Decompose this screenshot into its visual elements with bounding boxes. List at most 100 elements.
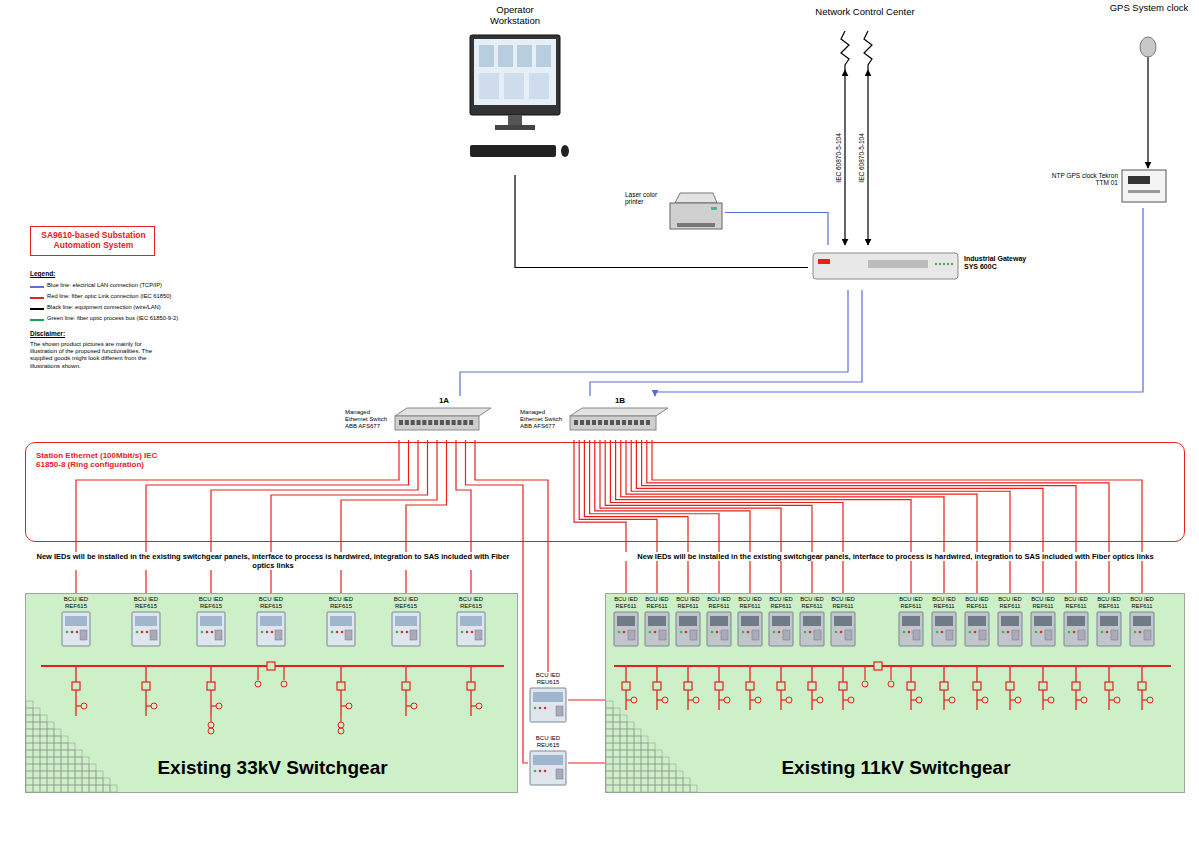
fiber-link (271, 440, 428, 596)
fiber-link (636, 440, 1043, 596)
ied-relay: BCU IED REF611 (705, 596, 733, 654)
wire-link (844, 70, 845, 245)
node-label: BCU IED REF611 (767, 596, 795, 609)
legend-text: Green line: fiber optic process bus (IEC… (47, 315, 240, 322)
node-sublabel: Managed Ethernet Switch ABB AFS677 (345, 409, 393, 430)
legend-heading: Legend: (30, 270, 170, 278)
switchgear-panel: BCU IED REF615 BCU IED REF615 BCU IED REF6… (25, 593, 518, 793)
node-label: BCU IED REF611 (1095, 596, 1123, 609)
ied-relay: BCU IED REF615 (195, 596, 227, 658)
disclaimer-note: The shown product pictures are mainly fo… (30, 341, 158, 370)
protocol-label: IEC 60870-5-104 (858, 132, 866, 184)
lan-link (590, 290, 862, 396)
ied-relay: BCU IED REF611 (1128, 596, 1156, 654)
node-label: BCU IED REF611 (705, 596, 733, 609)
legend-text: Black line: equipment connection (wire/L… (47, 304, 240, 311)
fiber-link (595, 440, 750, 596)
node-label: Existing 33kV Switchgear (26, 757, 519, 779)
fiber-link (631, 440, 1010, 596)
gateway: Industrial Gateway SYS 600C (808, 245, 1035, 290)
ied-relay: BCU IED REF615 (130, 596, 162, 658)
title-box: SA9610-based Substation Automation Syste… (30, 226, 155, 256)
fiber-link (406, 440, 447, 596)
legend-line-sample (30, 283, 44, 291)
legend-entry: Black line: equipment connection (wire/L… (30, 304, 240, 314)
node-label: GPS System clock (1108, 3, 1190, 14)
fiber-link (626, 440, 977, 596)
node-label: SA9610-based Substation Automation Syste… (35, 231, 152, 251)
node-label: Network Control Center (770, 7, 960, 18)
node-label: BCU IED REF615 (455, 596, 487, 610)
node-label: BCU IED REF615 (60, 596, 92, 610)
printer: Laser color printer (625, 185, 725, 240)
node-label: Existing 11kV Switchgear (606, 757, 1186, 779)
ied-relay: BCU IED REU615 (528, 735, 568, 791)
wire-link (515, 175, 808, 268)
protocol-label: IEC 60870-5-104 (835, 132, 843, 184)
fiber-link (616, 440, 911, 596)
node-label: BCU IED REF611 (612, 596, 640, 609)
fiber-link (456, 440, 471, 596)
ied-relay: BCU IED REF615 (325, 596, 357, 658)
ethernet-switch: 1AManaged Ethernet Switch ABB AFS677 (345, 396, 493, 440)
ied-relay: BCU IED REF615 (60, 596, 92, 658)
workstation: Operator Workstation (455, 5, 575, 175)
fiber-link (568, 762, 605, 763)
fiber-link (621, 440, 944, 596)
ied-relay: BCU IED REF611 (897, 596, 925, 654)
node-label: BCU IED REF615 (390, 596, 422, 610)
node-label: BCU IED REF615 (195, 596, 227, 610)
switchgear-panel: BCU IED REF611BCU IED REF611BCU IED REF6… (605, 593, 1185, 793)
node-label: BCU IED REU615 (528, 672, 568, 686)
node-label: BCU IED REF611 (1062, 596, 1090, 609)
gw-illustration (808, 245, 1035, 290)
node-label: BCU IED REF611 (996, 596, 1024, 609)
lan-link (655, 208, 1143, 396)
ied-relay: BCU IED REF615 (455, 596, 487, 658)
wire-link (1147, 78, 1148, 168)
node-label: Industrial Gateway SYS 600C (964, 255, 1034, 271)
ntp-clock: NTP GPS clock Tekron TTM 01 (1040, 168, 1175, 208)
ied-relay: BCU IED REU615 (528, 672, 568, 728)
station-bus-band: Station Ethernet (100Mbit/s) IEC 61850-8… (25, 442, 1185, 542)
ied-relay: BCU IED REF611 (1029, 596, 1057, 654)
ied-relay: BCU IED REF611 (1062, 596, 1090, 654)
node-label: Operator Workstation (475, 5, 555, 27)
node-label: BCU IED REF611 (736, 596, 764, 609)
node-label: BCU IED REF611 (930, 596, 958, 609)
node-label: BCU IED REF611 (798, 596, 826, 609)
fiber-link (610, 440, 843, 596)
ied-relay: BCU IED REF611 (829, 596, 857, 654)
wire-link (867, 70, 868, 245)
ied-relay: BCU IED REF611 (963, 596, 991, 654)
node-sublabel: Managed Ethernet Switch ABB AFS677 (520, 409, 568, 430)
ied-relay: BCU IED REF611 (996, 596, 1024, 654)
installation-note: New IEDs will be installed in the existi… (608, 552, 1183, 561)
node-label: BCU IED REF611 (1029, 596, 1057, 609)
gps-illustration (1108, 3, 1190, 78)
node-label: 1B (570, 396, 670, 405)
ied-relay: BCU IED REF611 (674, 596, 702, 654)
fiber-link (211, 440, 418, 596)
node-label: BCU IED REF611 (963, 596, 991, 609)
ied-relay: BCU IED REF615 (255, 596, 287, 658)
node-label: BCU IED REF611 (1128, 596, 1156, 609)
legend-line-sample (30, 294, 44, 302)
ied-relay: BCU IED REF611 (643, 596, 671, 654)
control-center: Network Control Center (770, 5, 960, 70)
lan-link (725, 213, 828, 246)
node-label: BCU IED REF611 (674, 596, 702, 609)
node-label: BCU IED REF611 (643, 596, 671, 609)
disclaimer-heading: Disclaimer: (30, 330, 170, 338)
node-label: 1A (395, 396, 493, 405)
fiber-link (647, 440, 1109, 596)
node-label: BCU IED REF615 (255, 596, 287, 610)
fiber-link (341, 440, 437, 596)
fiber-link (600, 440, 781, 596)
fiber-link (652, 440, 1142, 596)
ied-relay: BCU IED REF611 (736, 596, 764, 654)
gps-antenna: GPS System clock (1108, 3, 1190, 78)
legend-line-sample (30, 305, 44, 313)
legend-entry: Blue line: electrical LAN connection (TC… (30, 282, 240, 292)
